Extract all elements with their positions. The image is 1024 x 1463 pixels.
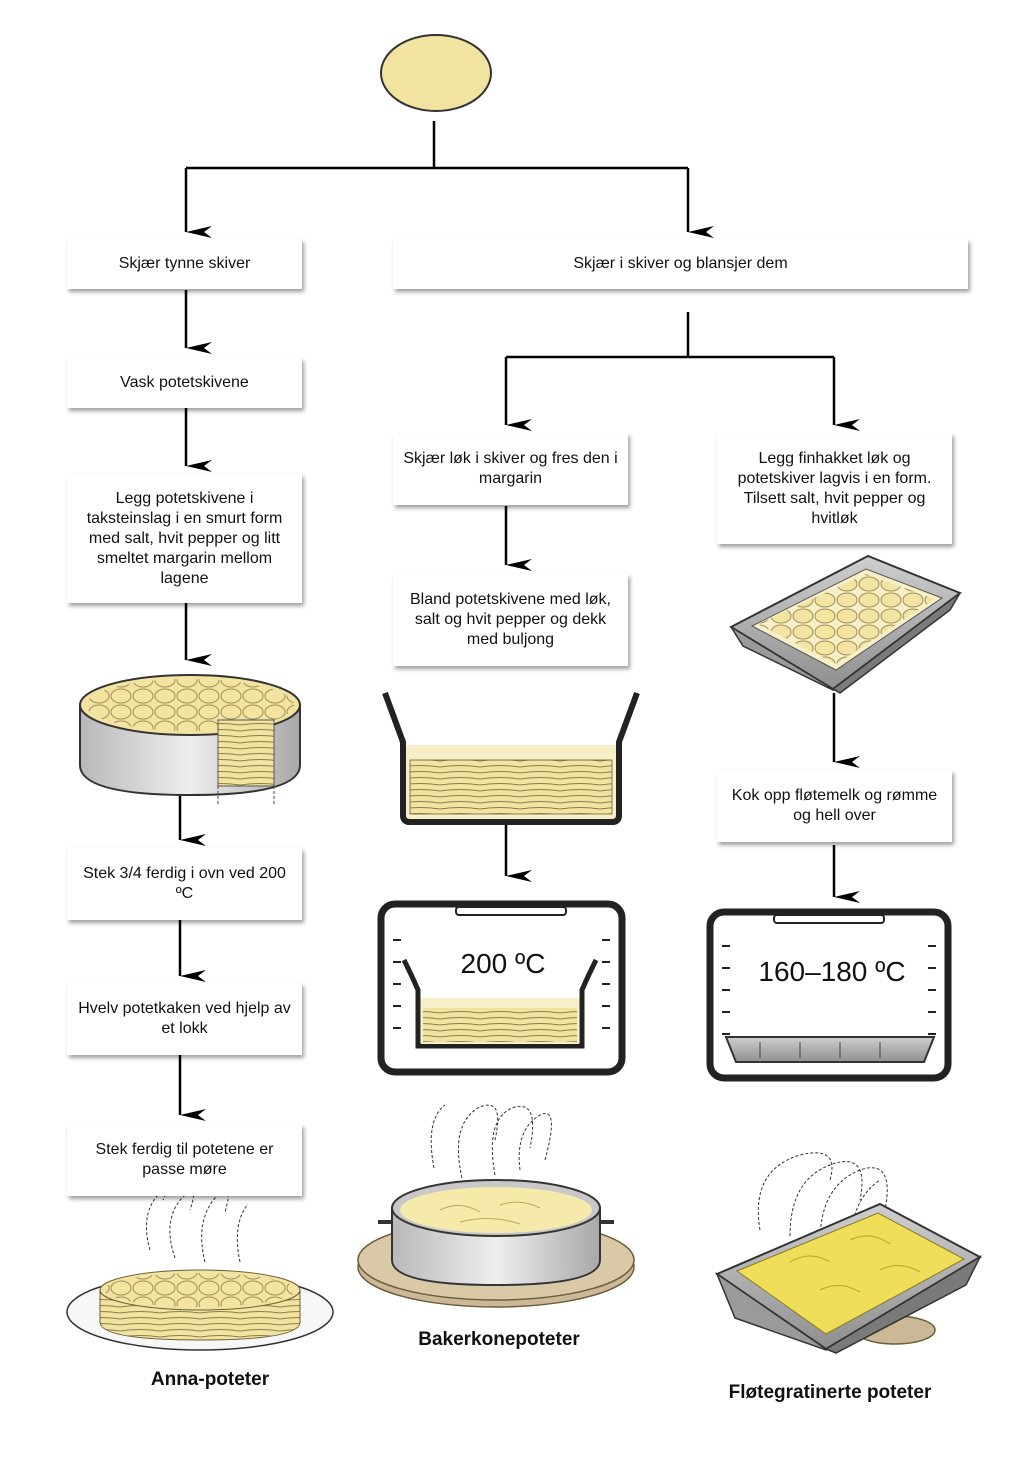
step-wash: Vask potetskivene bbox=[67, 358, 302, 408]
plate-icon bbox=[66, 1269, 334, 1351]
step-layer-gratin: Legg finhakket løk og potetskiver lagvis… bbox=[717, 433, 952, 544]
oven-icon: 160–180 ºC bbox=[706, 908, 952, 1082]
step-finish: Stek ferdig til potetene er passe møre bbox=[67, 1124, 302, 1196]
oven-icon: 200 ºC bbox=[377, 900, 626, 1076]
steam-icon bbox=[145, 1104, 888, 1263]
springform-pan-icon bbox=[79, 674, 301, 805]
potato-icon bbox=[380, 34, 492, 112]
connector-lines bbox=[178, 121, 860, 1121]
baking-dish-icon bbox=[728, 554, 963, 694]
pot-icon bbox=[382, 691, 640, 825]
result-gratin: Fløtegratinerte poteter bbox=[728, 1382, 932, 1403]
step-boil-cream: Kok opp fløtemelk og rømme og hell over bbox=[717, 770, 952, 842]
pot-icon bbox=[357, 1179, 635, 1308]
step-flip: Hvelv potetkaken ved hjelp av et lokk bbox=[67, 983, 302, 1055]
step-cut-thin: Skjær tynne skiver bbox=[67, 239, 302, 289]
gratin-oven-temp: 160–180 ºC bbox=[758, 956, 905, 987]
step-onion-fry: Skjær løk i skiver og fres den i margari… bbox=[393, 433, 628, 505]
step-layer-anna: Legg potetskivene i taksteinslag i en sm… bbox=[67, 474, 302, 603]
result-baker: Bakerkonepoteter bbox=[418, 1329, 580, 1350]
step-bake-anna: Stek 3/4 ferdig i ovn ved 200 ºC bbox=[67, 848, 302, 920]
baker-oven-temp: 200 ºC bbox=[461, 948, 546, 979]
step-cut-blanch: Skjær i skiver og blansjer dem bbox=[393, 239, 968, 289]
step-mix-broth: Bland potetskivene med løk, salt og hvit… bbox=[393, 574, 628, 666]
result-anna: Anna-poteter bbox=[150, 1369, 270, 1390]
baking-dish-icon bbox=[714, 1202, 983, 1354]
